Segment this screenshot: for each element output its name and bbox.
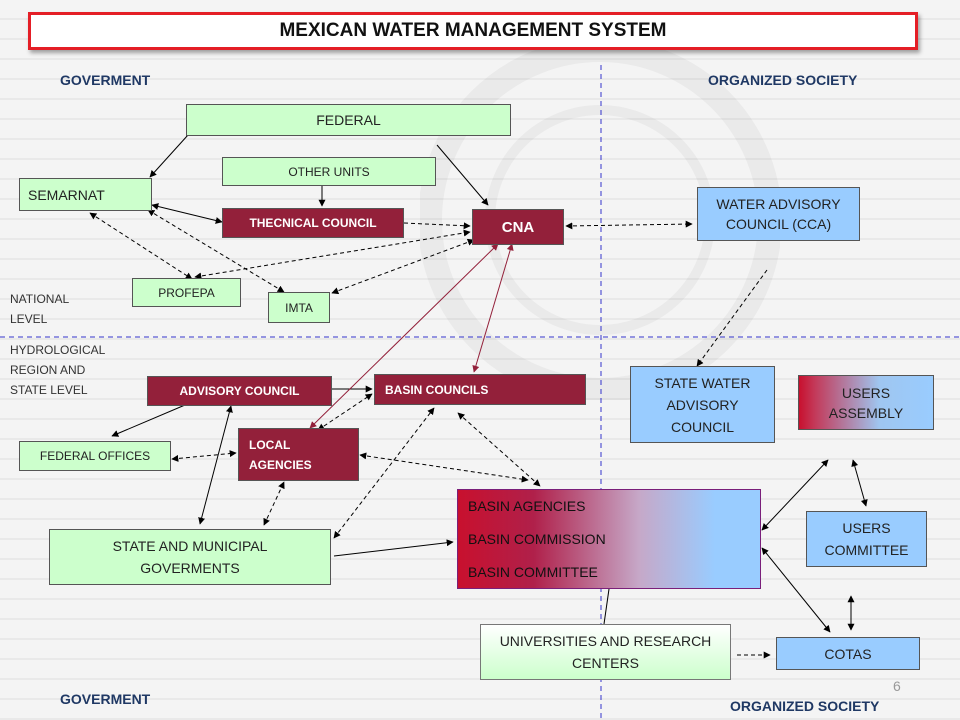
society-header-top: ORGANIZED SOCIETY <box>708 72 858 88</box>
users-assembly-box: USERS ASSEMBLY <box>798 375 934 430</box>
state-municipal-governments-box: STATE AND MUNICIPAL GOVERMENTS <box>49 529 331 585</box>
users-committee-box: USERS COMMITTEE <box>806 511 927 567</box>
cotas-box: COTAS <box>776 637 920 670</box>
basin-agencies-label: BASIN AGENCIES <box>468 498 586 514</box>
other-units-box: OTHER UNITS <box>222 157 436 186</box>
basin-agencies-box: BASIN AGENCIES BASIN COMMISSION BASIN CO… <box>457 489 761 589</box>
universities-research-centers-box: UNIVERSITIES AND RESEARCH CENTERS <box>480 624 731 680</box>
government-header-top: GOVERMENT <box>60 72 151 88</box>
state-water-advisory-council-box: STATE WATER ADVISORY COUNCIL <box>630 366 775 443</box>
federal-offices-box: FEDERAL OFFICES <box>19 441 171 471</box>
basin-committee-label: BASIN COMMITTEE <box>468 564 598 580</box>
basin-commission-label: BASIN COMMISSION <box>468 531 606 547</box>
basin-councils-box: BASIN COUNCILS <box>374 374 586 405</box>
title-bar: MEXICAN WATER MANAGEMENT SYSTEM <box>28 12 918 50</box>
semarnat-box: SEMARNAT <box>19 178 152 211</box>
government-header-bottom: GOVERMENT <box>60 691 151 707</box>
profepa-box: PROFEPA <box>132 278 241 307</box>
page-title: MEXICAN WATER MANAGEMENT SYSTEM <box>279 20 667 41</box>
water-advisory-council-box: WATER ADVISORY COUNCIL (CCA) <box>697 187 860 241</box>
imta-box: IMTA <box>268 292 330 323</box>
advisory-council-box: ADVISORY COUNCIL <box>147 376 332 406</box>
technical-council-box: THECNICAL COUNCIL <box>222 208 404 238</box>
society-header-bottom: ORGANIZED SOCIETY <box>730 698 880 714</box>
federal-box: FEDERAL <box>186 104 511 136</box>
page-number: 6 <box>893 678 901 694</box>
local-agencies-box: LOCAL AGENCIES <box>238 428 359 481</box>
cna-box: CNA <box>472 209 564 245</box>
